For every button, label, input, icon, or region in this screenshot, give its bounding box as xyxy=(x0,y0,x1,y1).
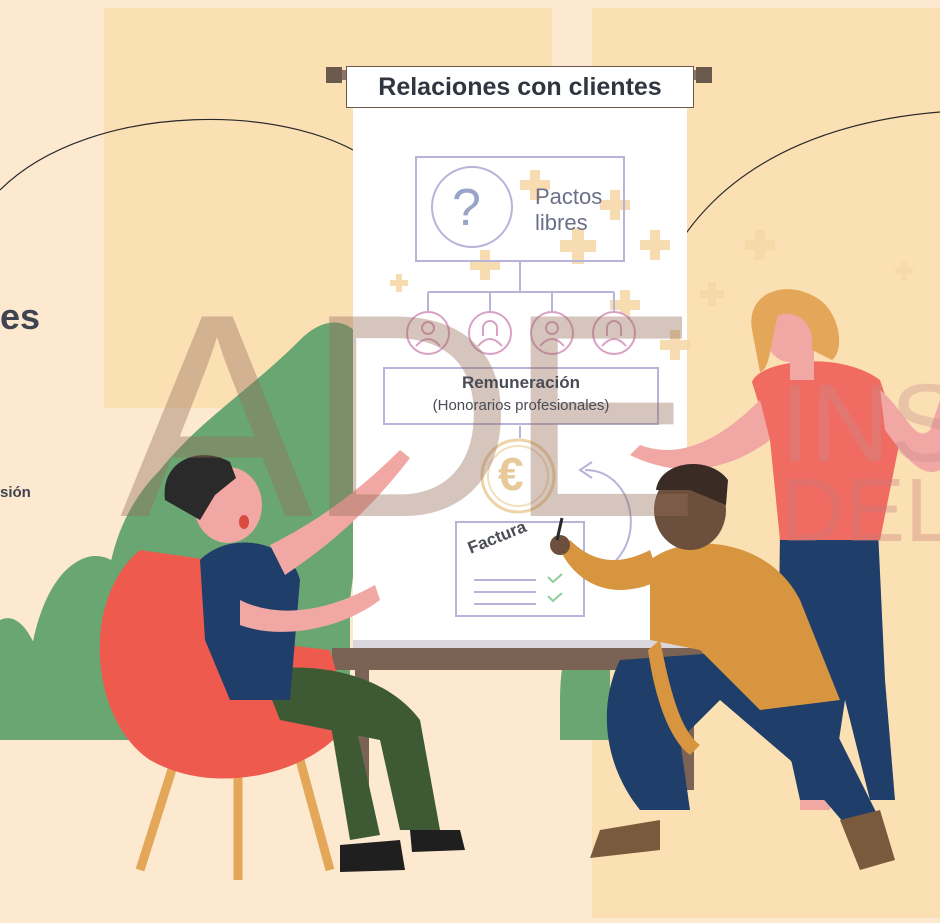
remuneration-title: Remuneración xyxy=(461,373,581,392)
banner-stand-top xyxy=(332,648,710,670)
euro-symbol: € xyxy=(498,448,524,500)
person-icon xyxy=(592,311,636,355)
cut-heading-text: es xyxy=(0,296,41,337)
pactos-label: Pactos libres xyxy=(535,184,602,236)
cut-body-text: sión xyxy=(0,484,31,501)
banner-title: Relaciones con clientes xyxy=(346,66,694,108)
connector-tree xyxy=(427,262,615,312)
question-mark: ? xyxy=(452,179,481,237)
invoice-checks xyxy=(547,573,563,603)
curve-left xyxy=(0,118,381,191)
cycle-arrow-head xyxy=(578,461,593,479)
plus-decorations xyxy=(390,170,913,360)
remuneration-box xyxy=(383,367,659,425)
seated-man-figure xyxy=(164,450,465,872)
invoice-lines xyxy=(474,579,536,605)
person-icons xyxy=(406,311,636,355)
remuneration-subtitle: (Honorarios profesionales) xyxy=(432,397,610,414)
person-icon xyxy=(468,311,512,355)
kneeling-man-figure xyxy=(550,463,895,870)
question-circle xyxy=(431,166,513,248)
pactos-label-line2: libres xyxy=(535,210,588,235)
euro-coin-inner xyxy=(487,445,549,507)
pactos-label-line1: Pactos xyxy=(535,184,603,209)
person-icon xyxy=(406,311,450,355)
banner-rod-end-left xyxy=(326,67,342,83)
banner-rod-end-right xyxy=(696,67,712,83)
person-icon xyxy=(530,311,574,355)
pactos-box xyxy=(415,156,625,262)
banner-bottom-shadow xyxy=(353,640,687,648)
euro-coin xyxy=(480,438,556,514)
